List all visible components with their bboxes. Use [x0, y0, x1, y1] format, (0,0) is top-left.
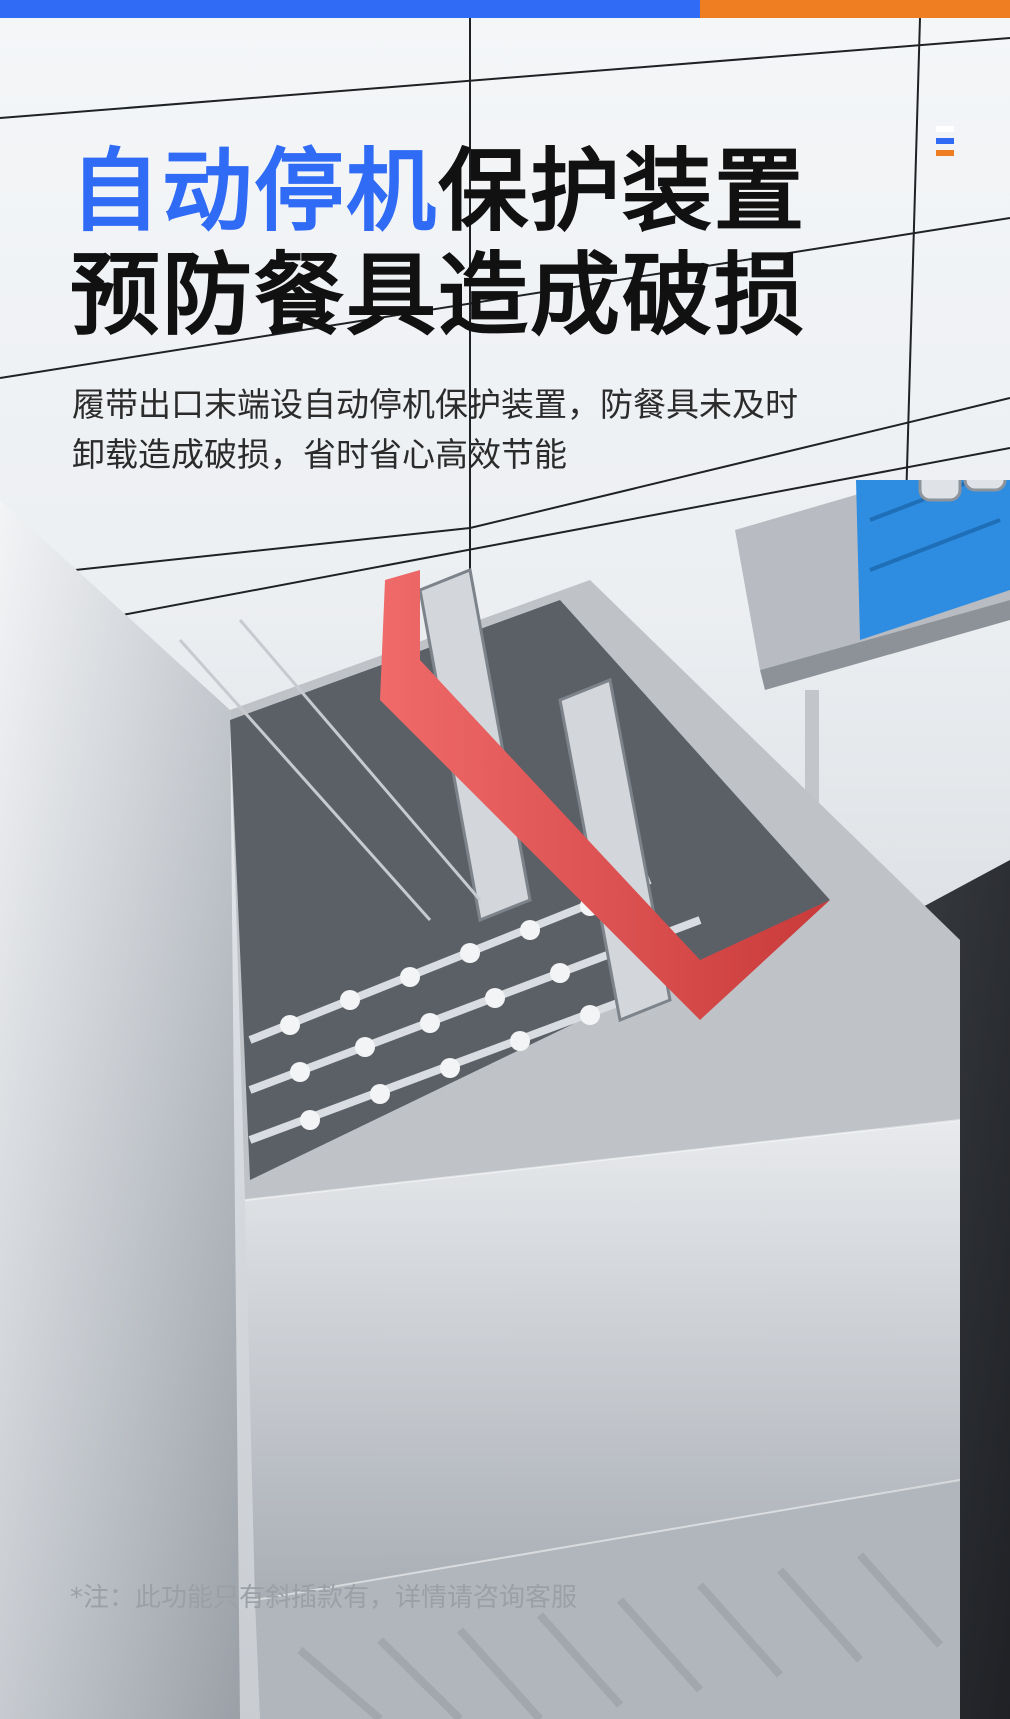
headline-line2: 预防餐具造成破损 — [70, 243, 806, 348]
description: 履带出口末端设自动停机保护装置，防餐具未及时 卸载造成破损，省时省心高效节能 — [72, 380, 952, 480]
headline: 自动停机保护装置 预防餐具造成破损 — [70, 140, 970, 348]
tile-grid — [0, 17, 1010, 718]
headline-accent: 自动停机 — [70, 139, 438, 244]
footnote: *注：此功能只有斜插款有，详情请咨询客服 — [70, 1583, 578, 1613]
headline-rest: 保护装置 — [438, 139, 806, 244]
top-accent-bar — [0, 0, 1010, 18]
corner-mark-icon — [936, 126, 954, 156]
dishwasher-illustration — [0, 358, 1010, 1719]
top-accent-blue — [0, 0, 700, 18]
headline-line1: 自动停机保护装置 — [70, 140, 970, 244]
description-line1: 履带出口末端设自动停机保护装置，防餐具未及时 — [72, 385, 798, 424]
wall-tile-background — [0, 17, 1010, 1018]
top-accent-orange — [700, 0, 1010, 18]
description-line2: 卸载造成破损，省时省心高效节能 — [72, 435, 567, 474]
dishwasher-svg — [0, 358, 1010, 1719]
